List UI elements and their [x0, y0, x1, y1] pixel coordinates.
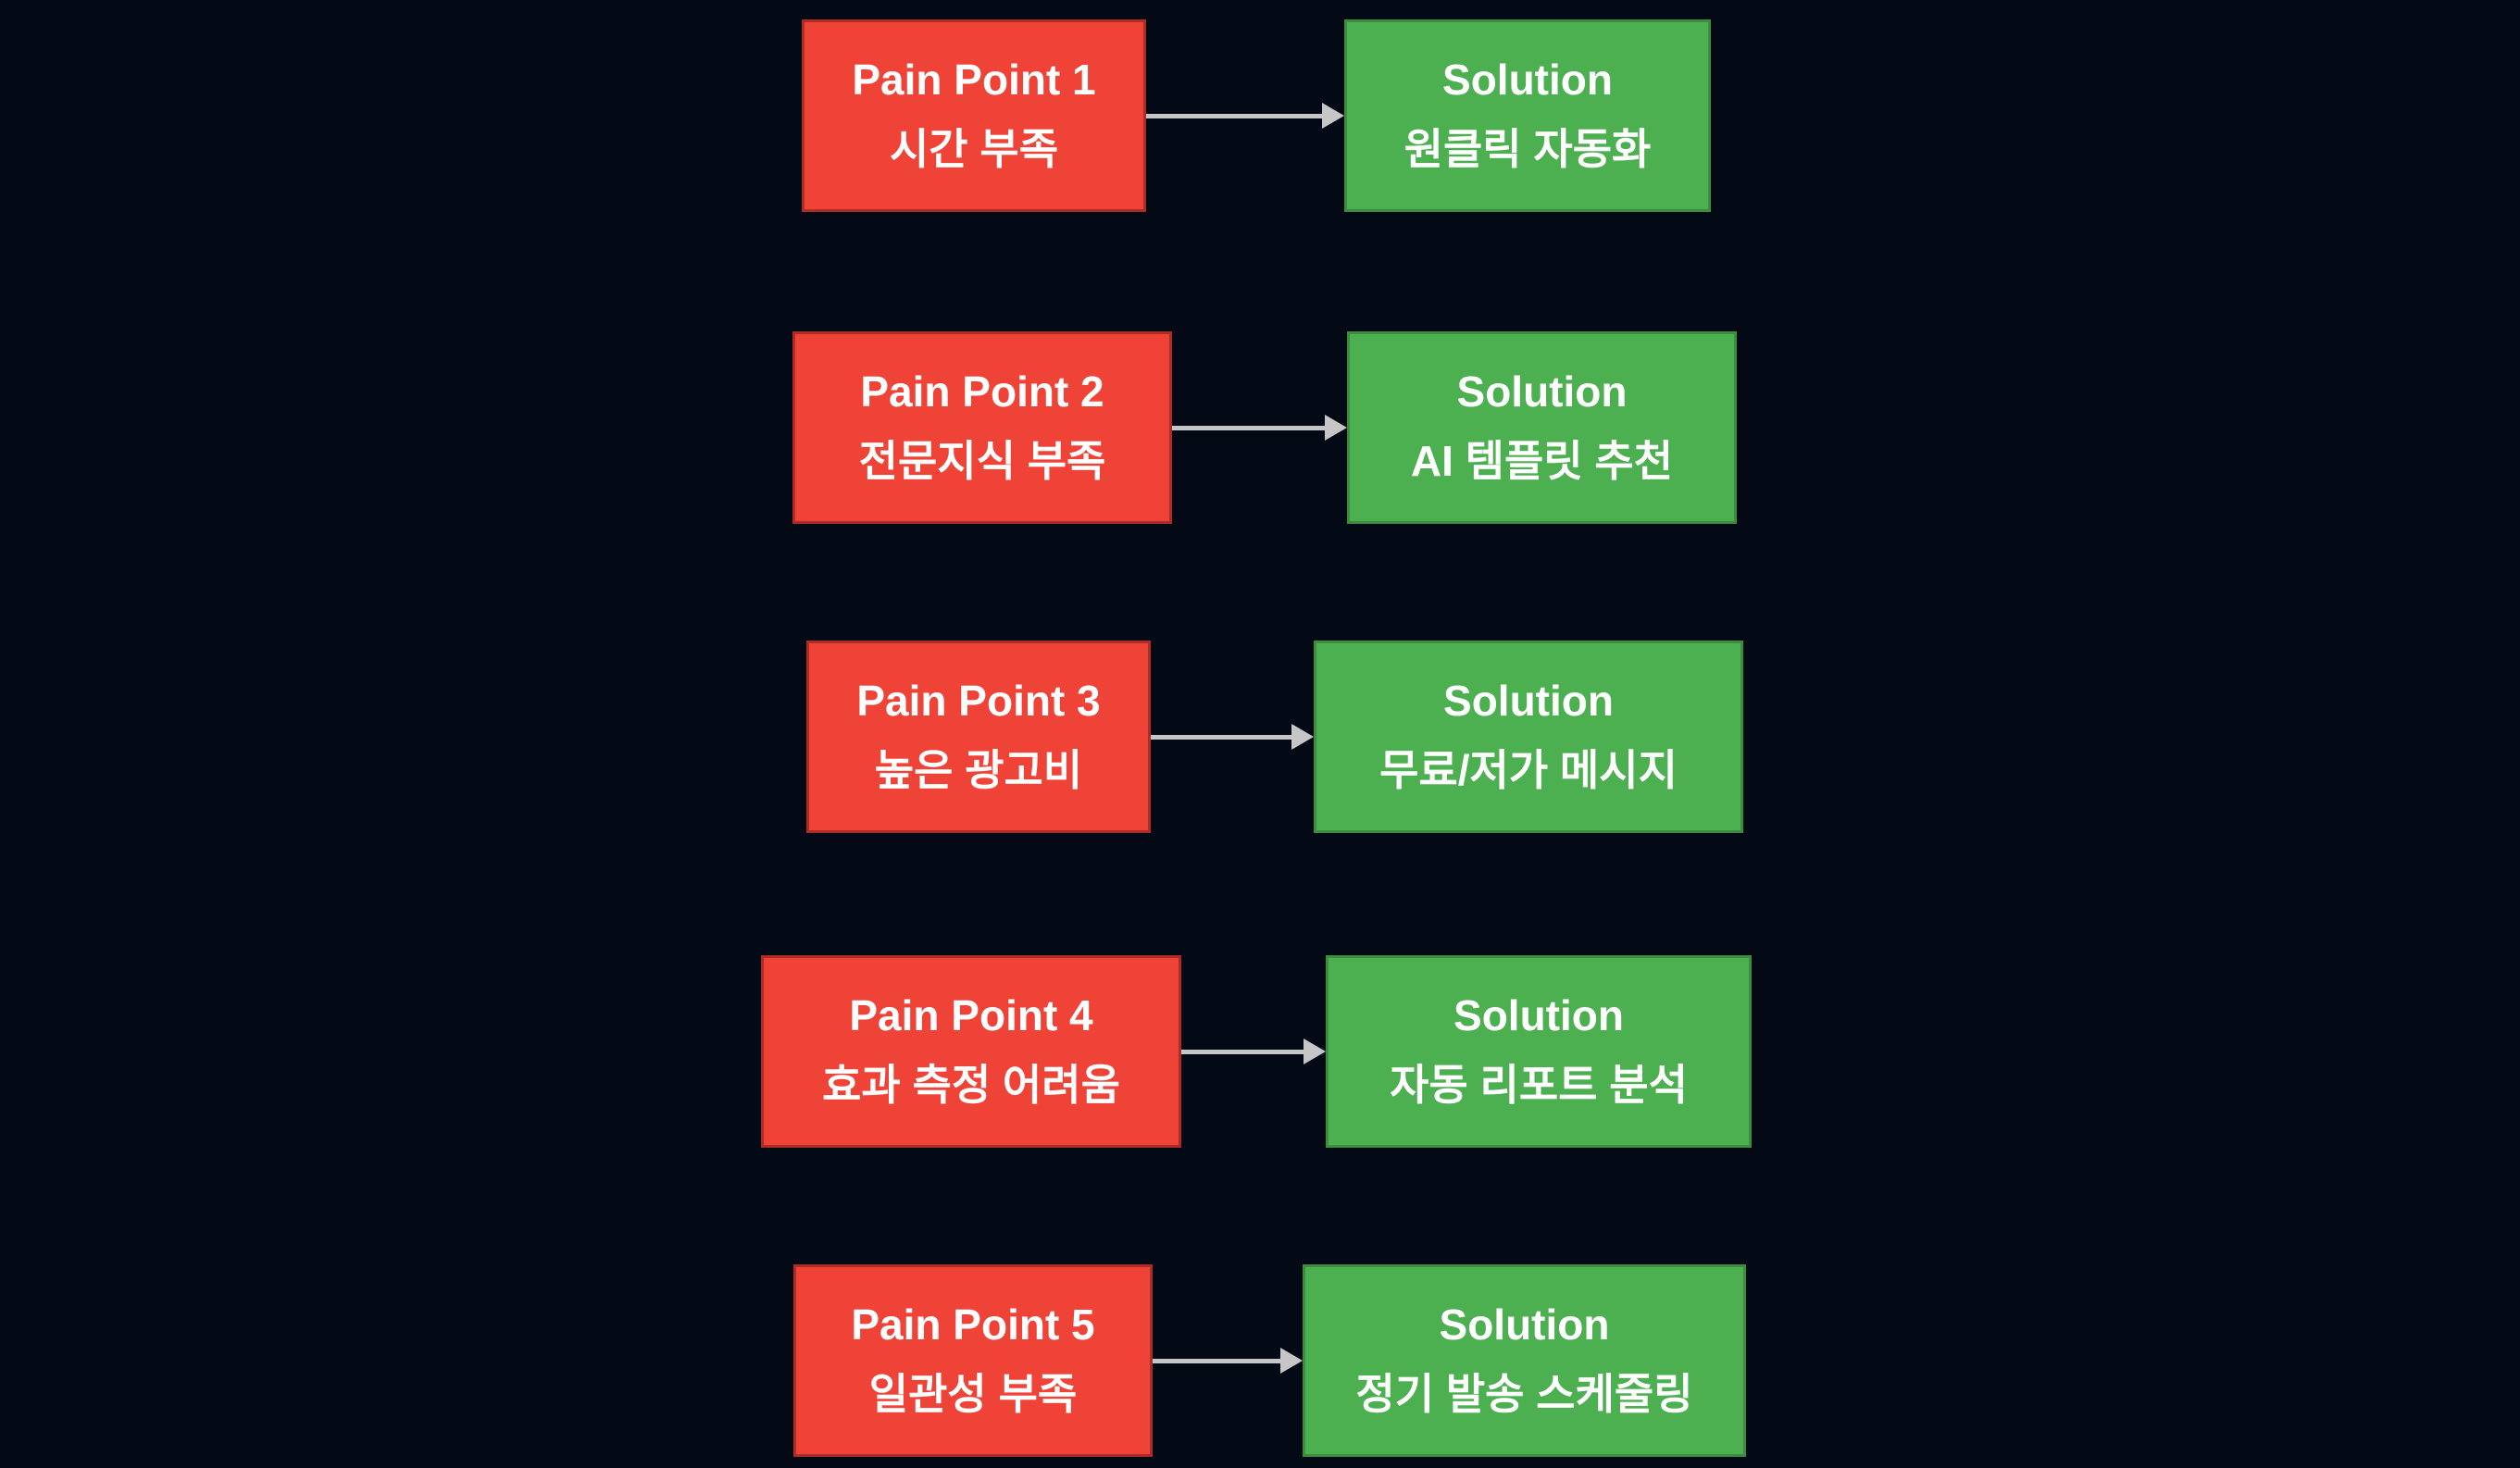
- pain-point-box-3: Pain Point 3 높은 광고비: [806, 641, 1151, 833]
- solution-subtitle: 무료/저가 메시지: [1379, 746, 1678, 794]
- arrow-head-icon: [1322, 103, 1344, 129]
- arrow-line: [1153, 1358, 1280, 1363]
- solution-box-3: Solution 무료/저가 메시지: [1314, 641, 1743, 833]
- solution-subtitle: 원클릭 자동화: [1403, 125, 1652, 173]
- arrow-line: [1146, 113, 1322, 118]
- arrow-connector-5: [1153, 1348, 1303, 1374]
- diagram-row-2: Pain Point 2 전문지식 부족 Solution AI 템플릿 추천: [0, 331, 2520, 524]
- solution-subtitle: AI 템플릿 추천: [1410, 437, 1674, 485]
- solution-box-4: Solution 자동 리포트 분석: [1326, 955, 1752, 1148]
- pain-point-subtitle: 시간 부족: [889, 125, 1059, 173]
- solution-box-5: Solution 정기 발송 스케줄링: [1303, 1264, 1746, 1457]
- solution-title: Solution: [1453, 991, 1624, 1039]
- arrow-head-icon: [1291, 724, 1314, 750]
- diagram-row-1: Pain Point 1 시간 부족 Solution 원클릭 자동화: [0, 19, 2520, 212]
- arrow-connector-3: [1151, 724, 1314, 750]
- arrow-connector-1: [1146, 103, 1344, 129]
- solution-subtitle: 정기 발송 스케줄링: [1355, 1370, 1693, 1418]
- pain-point-subtitle: 효과 측정 어려움: [822, 1061, 1120, 1109]
- diagram-row-4: Pain Point 4 효과 측정 어려움 Solution 자동 리포트 분…: [0, 955, 2520, 1148]
- pain-point-subtitle: 높은 광고비: [874, 746, 1083, 794]
- pain-point-subtitle: 전문지식 부족: [858, 437, 1106, 485]
- pain-point-box-5: Pain Point 5 일관성 부족: [793, 1264, 1153, 1457]
- solution-title: Solution: [1439, 1300, 1610, 1349]
- pain-point-box-1: Pain Point 1 시간 부족: [802, 19, 1146, 212]
- diagram-row-5: Pain Point 5 일관성 부족 Solution 정기 발송 스케줄링: [0, 1264, 2520, 1457]
- solution-box-2: Solution AI 템플릿 추천: [1347, 331, 1737, 524]
- arrow-head-icon: [1280, 1348, 1303, 1374]
- arrow-head-icon: [1304, 1039, 1326, 1064]
- solution-box-1: Solution 원클릭 자동화: [1344, 19, 1711, 212]
- arrow-line: [1151, 734, 1291, 740]
- pain-point-box-4: Pain Point 4 효과 측정 어려움: [761, 955, 1181, 1148]
- solution-title: Solution: [1456, 367, 1628, 416]
- pain-point-title: Pain Point 1: [852, 56, 1096, 104]
- pain-point-title: Pain Point 3: [856, 677, 1101, 725]
- arrow-head-icon: [1325, 415, 1347, 441]
- pain-point-title: Pain Point 2: [860, 367, 1104, 416]
- pain-point-title: Pain Point 5: [851, 1300, 1095, 1349]
- solution-subtitle: 자동 리포트 분석: [1390, 1061, 1688, 1109]
- arrow-line: [1172, 425, 1325, 430]
- arrow-connector-4: [1181, 1039, 1326, 1064]
- arrow-line: [1181, 1049, 1304, 1054]
- arrow-connector-2: [1172, 415, 1347, 441]
- solution-title: Solution: [1442, 56, 1613, 104]
- pain-point-subtitle: 일관성 부족: [868, 1370, 1078, 1418]
- solution-title: Solution: [1443, 677, 1614, 725]
- pain-point-box-2: Pain Point 2 전문지식 부족: [792, 331, 1172, 524]
- diagram-row-3: Pain Point 3 높은 광고비 Solution 무료/저가 메시지: [0, 641, 2520, 833]
- pain-point-title: Pain Point 4: [849, 991, 1093, 1039]
